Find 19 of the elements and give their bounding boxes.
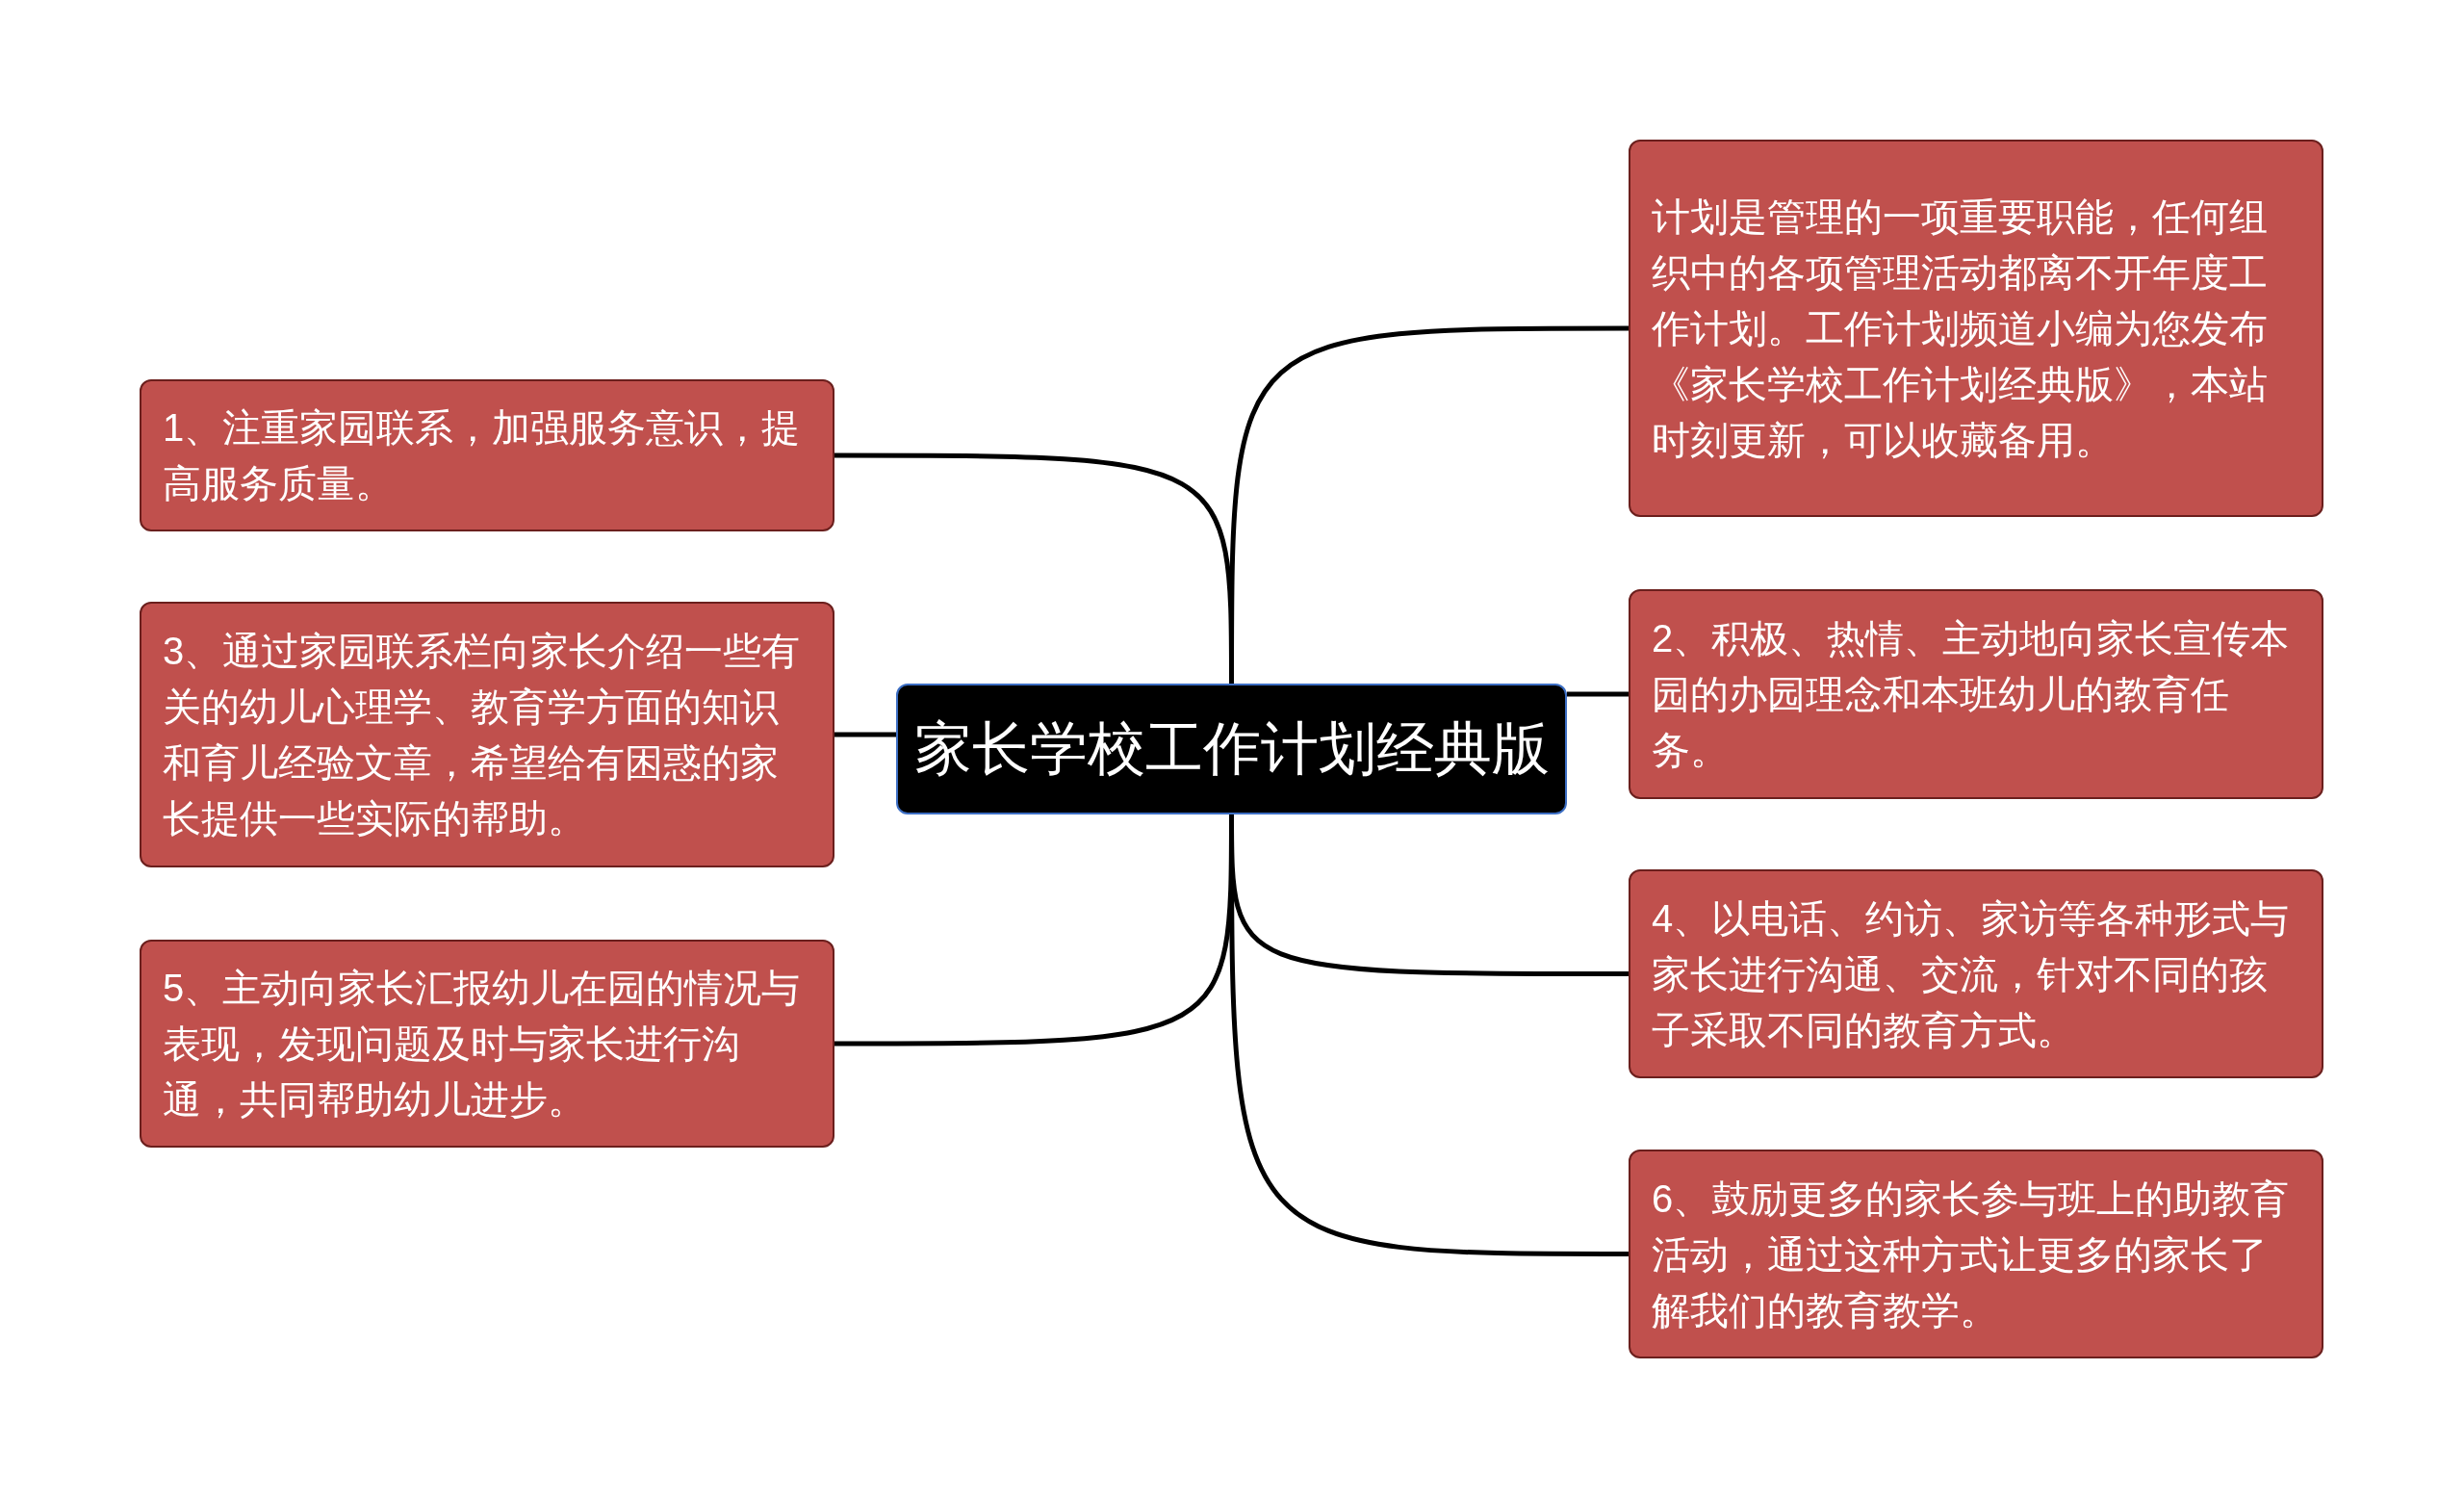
topic-text: 4、以电话、约访、家访等各种形式与家长进行沟通、交流，针对不同的孩子采取不同的教育方式。 [1652,895,2291,1053]
connector-line [1567,691,1629,697]
topic-box [140,940,834,1148]
topic-box [1629,589,2323,799]
topic-text: 计划是管理的一项重要职能，任何组织中的各项管理活动都离不开年度工作计划。工作计划频道小编为您发布《家长学校工作计划经典版》，本站时刻更新，可以收藏备用。 [1652,194,2269,463]
topic-box [140,602,834,867]
central-topic-box [896,684,1567,814]
connector-line [834,452,1234,684]
topic-text: 3、通过家园联系栏向家长介绍一些有关的幼儿心理学、教育学方面的知识和育儿经验文章，希望给有困惑的家长提供一些实际的帮助。 [163,629,802,841]
topic-text: 5、主动向家长汇报幼儿在园的情况与表现，发现问题及时与家长进行沟通，共同帮助幼儿进步。 [163,966,802,1123]
topic-text: 1、注重家园联系，加强服务意识，提高服务质量。 [163,405,802,506]
topic-box [140,379,834,531]
topic-title: 家长学校工作计划经典版 [913,715,1550,783]
topic-box [1629,869,2323,1078]
topic-text: 2、积极、热情、主动地向家长宣传本园的办园理念和本班幼儿的教育任务。 [1652,616,2291,773]
topic-text: 6、鼓励更多的家长参与班上的助教育活动，通过这种方式让更多的家长了解我们的教育教学。 [1652,1176,2291,1333]
topic-box [1629,1150,2323,1358]
topic-box [1629,140,2323,517]
connector-line [834,732,896,737]
